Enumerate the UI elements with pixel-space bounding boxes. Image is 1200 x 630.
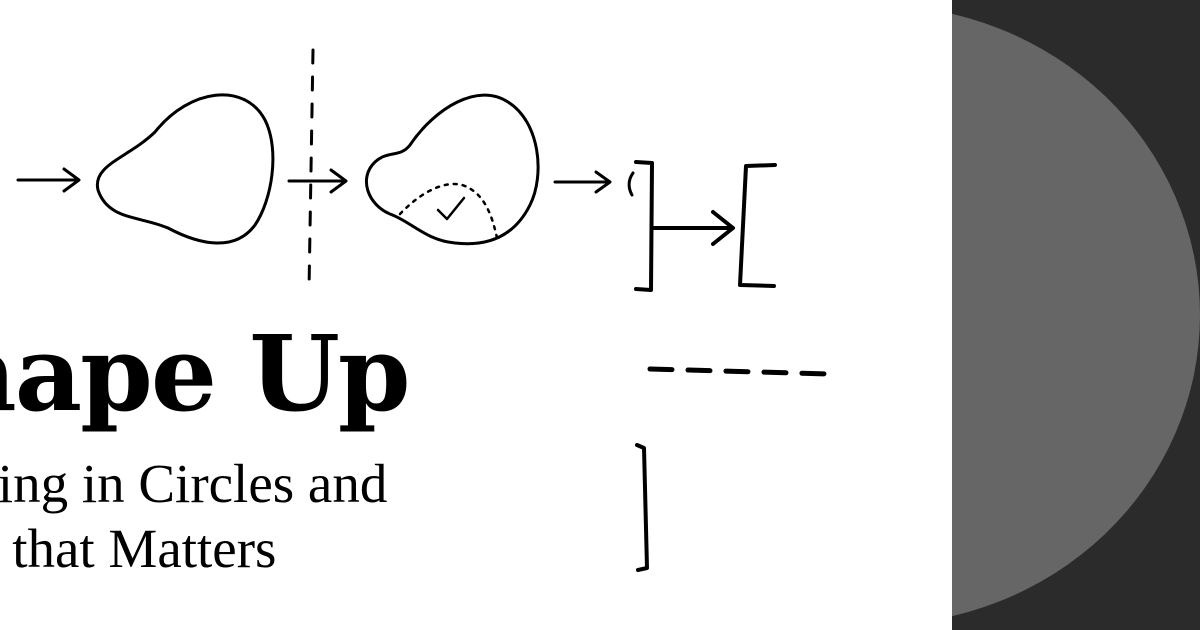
shape-up-sketch-illustration [16, 48, 833, 572]
opening-bracket-icon [738, 163, 777, 288]
arrow-right-icon [651, 210, 735, 246]
dashed-divider-line [307, 48, 315, 292]
subtitle-line-1: Stop Running in Circles and [0, 453, 388, 514]
raw-idea-blob [95, 93, 275, 245]
arrow-right-icon [16, 167, 81, 193]
horizontal-dashed-line [647, 366, 833, 377]
shaped-idea-blob [364, 93, 540, 246]
gray-half-disc [952, 5, 1200, 625]
subtitle-line-2: Ship Work that Matters [0, 518, 277, 579]
book-subtitle: Stop Running in Circles and Ship Work th… [0, 451, 387, 582]
arrow-right-icon [287, 168, 348, 194]
arrow-right-icon [553, 170, 612, 194]
dotted-region-outline [398, 182, 499, 240]
closing-bracket-icon [634, 160, 654, 292]
partial-blob-edge [627, 171, 635, 197]
dark-side-panel [952, 0, 1200, 630]
book-title: Shape Up [0, 312, 411, 435]
check-mark-icon [436, 196, 466, 221]
lower-bracket-icon [635, 443, 649, 572]
